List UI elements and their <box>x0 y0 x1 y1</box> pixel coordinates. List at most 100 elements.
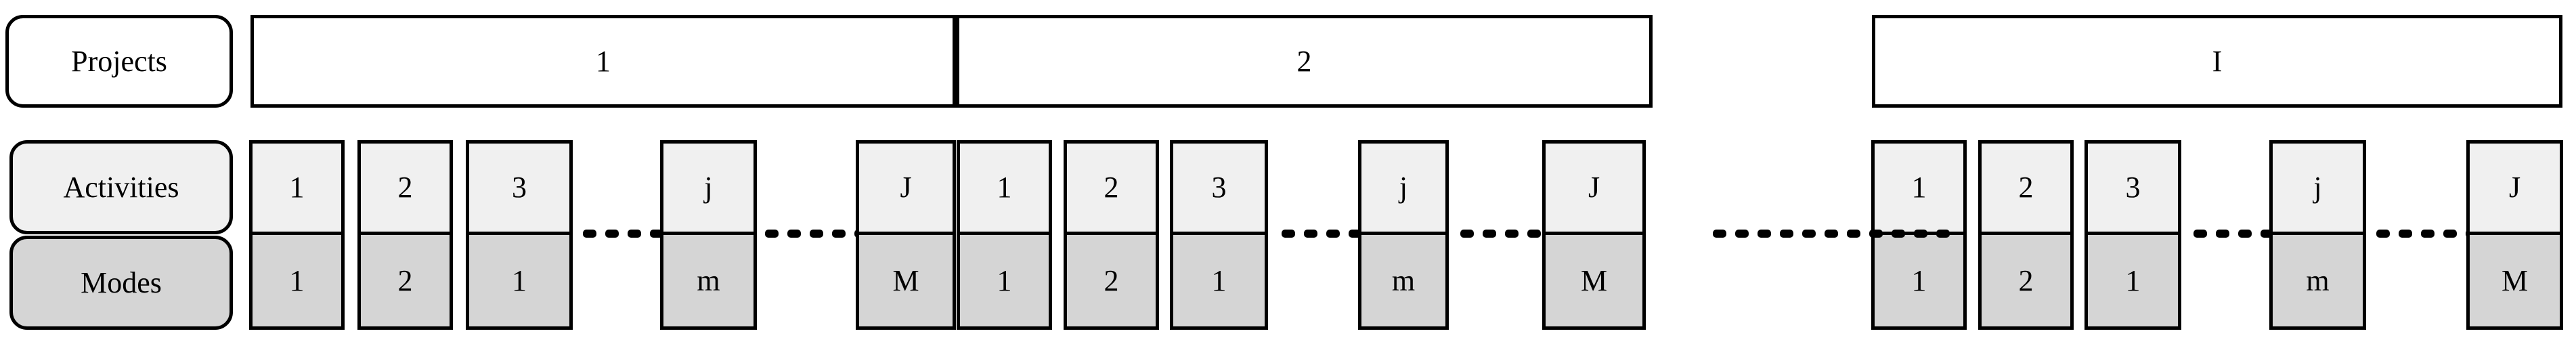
mode-cell-label: 2 <box>2018 263 2034 297</box>
dash-mark <box>1802 230 1816 238</box>
mode-cell[interactable]: 2 <box>1982 235 2070 326</box>
activity-ellipsis-project-2-3 <box>1282 229 1362 238</box>
activity-cell[interactable]: 1 <box>1875 144 1963 235</box>
mode-cell[interactable]: 1 <box>1875 235 1963 326</box>
activity-cell[interactable]: 2 <box>1982 144 2070 235</box>
dash-mark <box>1304 230 1317 238</box>
mode-cell[interactable]: M <box>1546 235 1642 326</box>
activity-cell-label: 1 <box>289 171 305 204</box>
activity-cell[interactable]: J <box>2470 144 2560 235</box>
mode-cell[interactable]: 1 <box>469 235 569 326</box>
dash-mark <box>628 230 641 238</box>
separator-projects-2-to-I <box>1713 229 1950 238</box>
mode-cell[interactable]: 1 <box>2088 235 2178 326</box>
activity-cell-label: 3 <box>2125 171 2141 204</box>
mode-cell[interactable]: 1 <box>253 235 341 326</box>
activity-cell[interactable]: 3 <box>469 144 569 235</box>
mode-cell[interactable]: 2 <box>361 235 450 326</box>
dash-mark <box>765 230 779 238</box>
mode-cell[interactable]: m <box>2273 235 2363 326</box>
dash-mark <box>2376 230 2390 238</box>
mode-cell-label: 1 <box>1911 263 1927 297</box>
activity-ellipsis-project-I-3 <box>2193 229 2274 238</box>
activity-cell-label: 2 <box>397 171 413 204</box>
activity-ellipsis-project-1-3 <box>583 229 686 238</box>
mode-cell-label: 2 <box>1104 263 1119 297</box>
activity-cell-label: 1 <box>997 171 1012 204</box>
mode-cell[interactable]: 1 <box>960 235 1049 326</box>
activity-cell[interactable]: 1 <box>960 144 1049 235</box>
dash-mark <box>1483 230 1496 238</box>
mode-cell[interactable]: m <box>1361 235 1445 326</box>
activity-cell[interactable]: j <box>663 144 754 235</box>
dash-mark <box>605 230 619 238</box>
mode-cell-label: 1 <box>289 263 305 297</box>
activity-cell-label: 3 <box>1211 171 1227 204</box>
project-header-project-I[interactable]: I <box>1872 15 2562 108</box>
mode-cell-label: 1 <box>512 263 527 297</box>
legend-activities-label: Activities <box>63 170 179 204</box>
project-header-label: 2 <box>1296 44 1312 78</box>
dash-mark <box>810 230 823 238</box>
mode-cell-label: M <box>892 263 919 297</box>
mode-cell[interactable]: M <box>859 235 953 326</box>
project-header-project-2[interactable]: 2 <box>956 15 1653 108</box>
activity-cell-label: 3 <box>512 171 527 204</box>
activity-cell[interactable]: 2 <box>361 144 450 235</box>
activity-cell[interactable]: 3 <box>2088 144 2178 235</box>
dash-mark <box>1780 230 1793 238</box>
mode-cell[interactable]: 1 <box>1173 235 1265 326</box>
mode-cell[interactable]: M <box>2470 235 2560 326</box>
activity-cell-label: j <box>1399 171 1408 204</box>
dash-mark <box>1825 230 1838 238</box>
mode-cell-label: 1 <box>997 263 1012 297</box>
dash-mark <box>1914 230 1927 238</box>
mode-cell[interactable]: 2 <box>1067 235 1156 326</box>
activity-cell-label: j <box>2313 171 2322 204</box>
mode-cell-label: m <box>2306 263 2330 297</box>
activity-cell-label: J <box>2508 171 2521 204</box>
activity-cell-label: J <box>1588 171 1600 204</box>
activity-cell[interactable]: J <box>1546 144 1642 235</box>
activity-cell[interactable]: j <box>2273 144 2363 235</box>
activity-cell[interactable]: 1 <box>253 144 341 235</box>
dash-mark <box>1758 230 1771 238</box>
dash-mark <box>2216 230 2229 238</box>
mode-cell-label: 1 <box>2125 263 2141 297</box>
activity-cell[interactable]: 2 <box>1067 144 1156 235</box>
dash-mark <box>1735 230 1749 238</box>
dash-mark <box>2399 230 2412 238</box>
project-header-label: I <box>2212 44 2223 78</box>
mode-cell-label: 1 <box>1211 263 1227 297</box>
activity-cell[interactable]: j <box>1361 144 1445 235</box>
activity-cell[interactable]: 3 <box>1173 144 1265 235</box>
mode-cell-label: m <box>697 263 720 297</box>
activity-cell-label: J <box>900 171 912 204</box>
dash-mark <box>832 230 846 238</box>
activity-cell[interactable]: J <box>859 144 953 235</box>
dash-mark <box>2443 230 2457 238</box>
mode-cell[interactable]: m <box>663 235 754 326</box>
dash-mark <box>2421 230 2435 238</box>
dash-mark <box>1936 230 1950 238</box>
mode-cell-label: M <box>1580 263 1608 297</box>
activity-ellipsis-project-1-5 <box>765 229 868 238</box>
project-header-project-1[interactable]: 1 <box>250 15 956 108</box>
mode-cell-label: m <box>1391 263 1416 297</box>
activity-cell-label: j <box>704 171 713 204</box>
activity-ellipsis-project-2-5 <box>1460 229 1541 238</box>
